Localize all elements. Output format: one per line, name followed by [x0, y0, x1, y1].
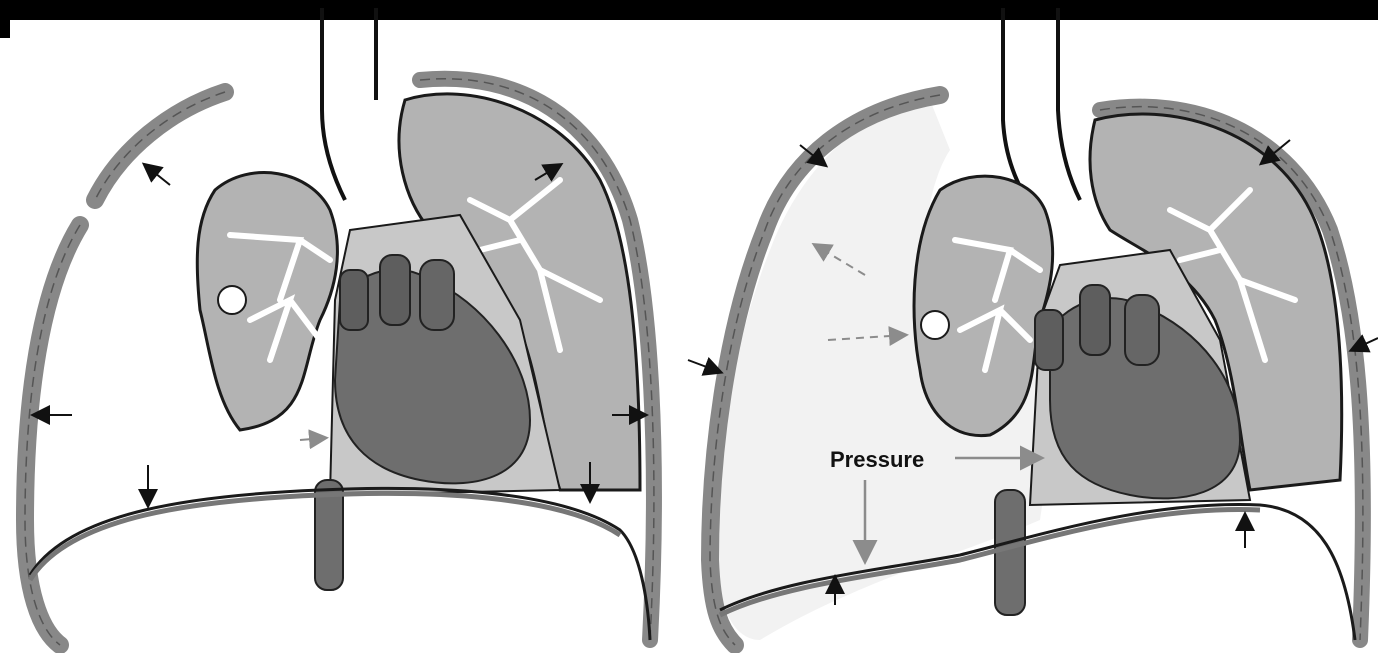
- left-panel: [25, 8, 654, 645]
- left-chest-wall: [25, 92, 225, 645]
- left-arrow-heart: [300, 438, 325, 440]
- pressure-label: Pressure: [830, 447, 924, 472]
- left-arrow-chest-wall-top: [145, 165, 170, 185]
- left-trachea: [322, 8, 376, 200]
- right-arrow-left-wall: [688, 360, 720, 372]
- right-panel: Pressure: [688, 8, 1378, 645]
